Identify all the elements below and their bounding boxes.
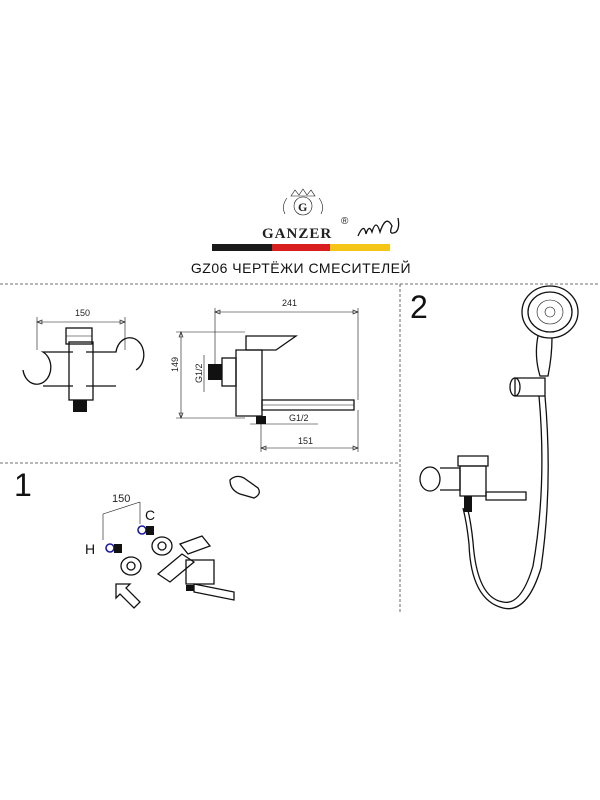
front-width-label: 150 (75, 308, 90, 318)
thread-left-label: G1/2 (194, 363, 204, 383)
step-2-number: 2 (410, 289, 428, 325)
cold-water-label: C (145, 507, 155, 523)
brand-name: GANZER (262, 226, 332, 242)
svg-text:G: G (298, 200, 307, 214)
registered-mark: ® (341, 216, 349, 227)
step-2-assembled-drawing (419, 285, 579, 610)
flag-stripe-red (272, 244, 330, 251)
side-view-drawing: 241 149 G1/2 G1/2 151 (170, 298, 359, 452)
front-view-drawing: 150 (22, 308, 145, 412)
cold-inlet-ring (137, 525, 147, 535)
side-length-label: 241 (282, 298, 297, 308)
thread-bottom-label: G1/2 (289, 413, 309, 423)
step-1-spacing-label: 150 (112, 493, 130, 505)
spout-length-label: 151 (298, 436, 313, 446)
step-1-installation-drawing: 150 H C (85, 475, 260, 609)
crown-crest-icon: G (283, 188, 323, 216)
brand-logo: G GANZER ® (262, 188, 400, 242)
flag-stripe-yellow (330, 244, 390, 251)
side-height-label: 149 (170, 357, 180, 372)
step-1-number: 1 (14, 467, 32, 503)
flag-stripe-black (212, 244, 272, 251)
signature-mark (357, 217, 400, 237)
hot-inlet-ring (105, 543, 115, 553)
document-title: GZ06 ЧЕРТЁЖИ СМЕСИТЕЛЕЙ (191, 259, 411, 276)
flag-stripe (212, 244, 390, 251)
hot-water-label: H (85, 541, 95, 557)
